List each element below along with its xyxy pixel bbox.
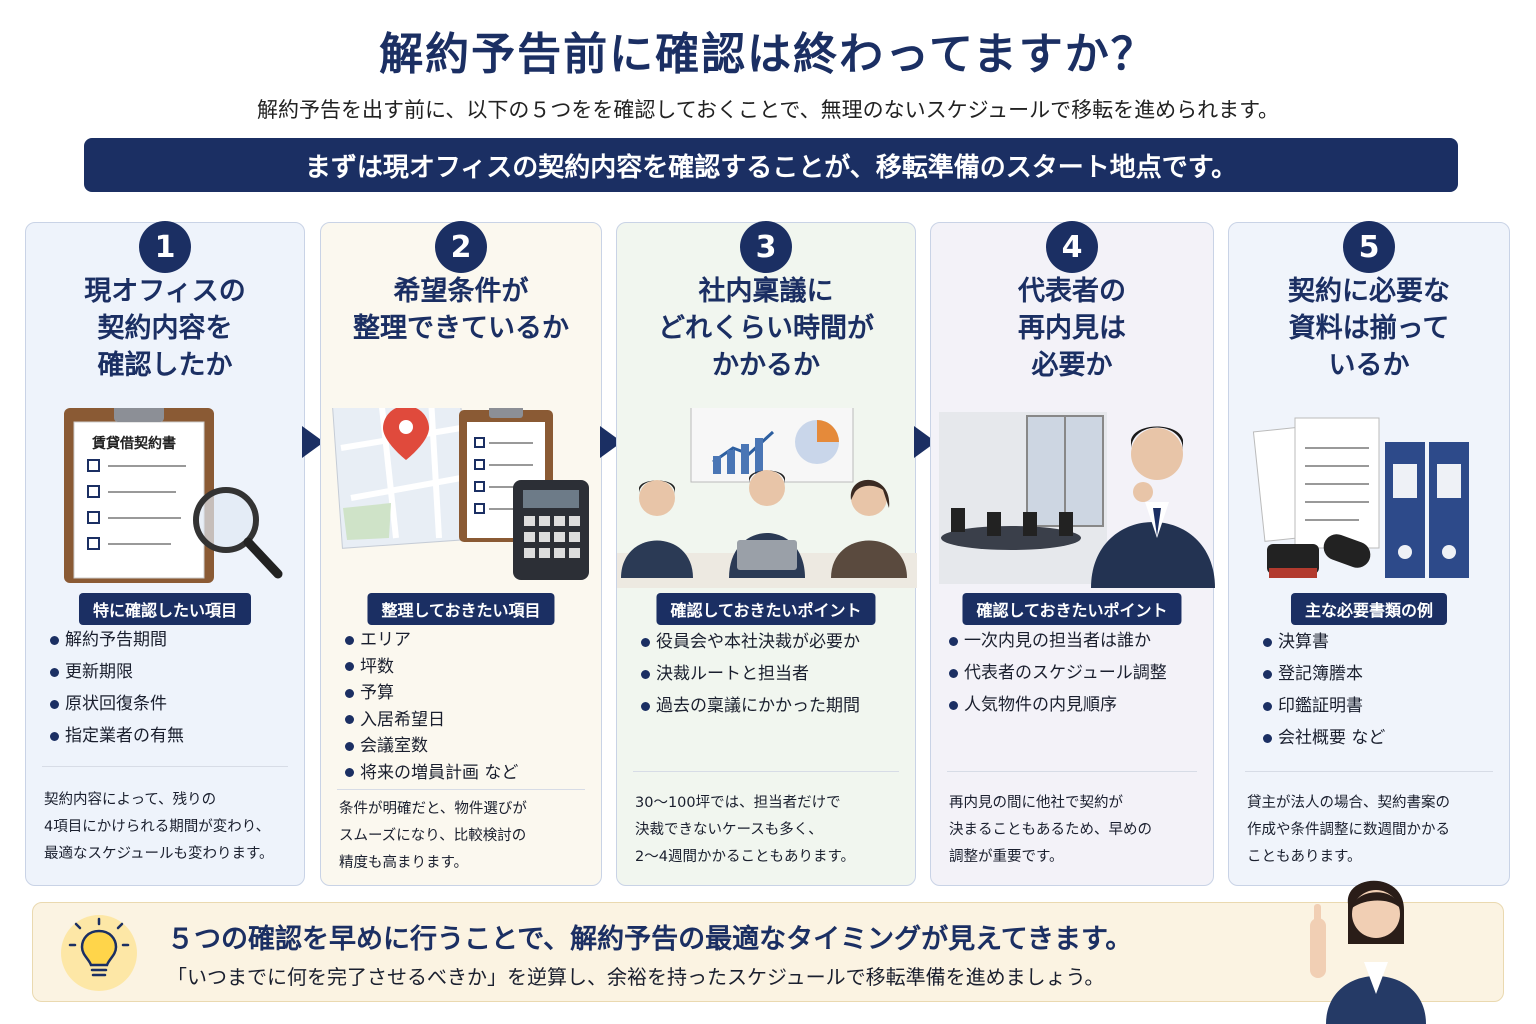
viewing-illustration bbox=[931, 408, 1215, 588]
check-list: 役員会や本社決裁が必要か 決裁ルートと担当者 過去の稟議にかかった期間 bbox=[641, 627, 903, 723]
list-item: エリア bbox=[345, 625, 589, 652]
list-item: 更新期限 bbox=[50, 657, 292, 689]
footer-summary: ５つの確認を早めに行うことで、解約予告の最適なタイミングが見えてきます。 「いつ… bbox=[32, 902, 1504, 1002]
check-list: 解約予告期間 更新期限 原状回復条件 指定業者の有無 bbox=[50, 625, 292, 753]
list-item: 印鑑証明書 bbox=[1263, 691, 1497, 723]
card-note: 条件が明確だと、物件選びが スムーズになり、比較検討の 精度も高まります。 bbox=[339, 801, 527, 871]
step-title: 希望条件が 整理できているか bbox=[353, 276, 569, 344]
check-list: 一次内見の担当者は誰か 代表者のスケジュール調整 人気物件の内見順序 bbox=[949, 626, 1201, 722]
list-item: 一次内見の担当者は誰か bbox=[949, 626, 1201, 658]
list-item: 会社概要 など bbox=[1263, 723, 1497, 755]
step-card-1: 1 現オフィスの 契約内容を 確認したか 賃貸借契約書 bbox=[25, 221, 305, 886]
check-list: エリア 坪数 予算 入居希望日 会議室数 将来の増員計画 など bbox=[345, 625, 589, 784]
meeting-icon bbox=[617, 401, 917, 593]
start-point-banner: まずは現オフィスの契約内容を確認することが、移転準備のスタート地点です。 bbox=[84, 138, 1458, 192]
page-subtitle: 解約予告を出す前に、以下の５つをを確認しておくことで、無理のないスケジュールで移… bbox=[256, 98, 1280, 122]
step-number: 5 bbox=[1343, 221, 1395, 273]
step-card-2: 2 希望条件が 整理できているか bbox=[320, 221, 602, 886]
next-arrow-icon bbox=[302, 426, 324, 458]
step-number: 3 bbox=[740, 221, 792, 273]
list-item: 解約予告期間 bbox=[50, 625, 292, 657]
list-item: 入居希望日 bbox=[345, 705, 589, 732]
list-item: 登記簿謄本 bbox=[1263, 659, 1497, 691]
conditions-illustration bbox=[321, 389, 601, 588]
section-pill: 整理しておきたい項目 bbox=[367, 593, 555, 625]
step-number: 2 bbox=[435, 221, 487, 273]
list-item: 決裁ルートと担当者 bbox=[641, 659, 903, 691]
contract-illustration: 賃貸借契約書 bbox=[26, 400, 304, 588]
card-note: 契約内容によって、残りの 4項目にかけられる期間が変わり、 最適なスケジュールも… bbox=[44, 792, 274, 862]
section-pill: 確認しておきたいポイント bbox=[962, 593, 1182, 625]
divider bbox=[42, 766, 288, 767]
step-card-5: 5 契約に必要な 資料は揃って いるか bbox=[1228, 221, 1510, 886]
office-icon bbox=[939, 412, 1107, 584]
section-pill: 主な必要書類の例 bbox=[1290, 593, 1448, 625]
magnifier-icon bbox=[193, 487, 283, 579]
list-item: 将来の増員計画 など bbox=[345, 758, 589, 785]
step-card-4: 4 代表者の 再内見は 必要か 確認しておきたいポイント 一次内見の担当者 bbox=[930, 221, 1215, 886]
divider bbox=[337, 789, 585, 790]
divider bbox=[1245, 771, 1493, 772]
list-item: 代表者のスケジュール調整 bbox=[949, 658, 1201, 690]
footer-main-text: ５つの確認を早めに行うことで、解約予告の最適なタイミングが見えてきます。 bbox=[167, 924, 1133, 955]
calculator-icon bbox=[513, 480, 589, 580]
step-title: 代表者の 再内見は 必要か bbox=[1018, 276, 1126, 381]
section-pill: 確認しておきたいポイント bbox=[656, 593, 876, 625]
map-pin-icon bbox=[383, 406, 429, 460]
list-item: 決算書 bbox=[1263, 627, 1497, 659]
divider bbox=[947, 771, 1197, 772]
list-item: 予算 bbox=[345, 678, 589, 705]
advisor-woman-icon bbox=[1300, 864, 1450, 1024]
list-item: 会議室数 bbox=[345, 731, 589, 758]
documents-illustration bbox=[1229, 408, 1509, 588]
documents-icon bbox=[1252, 417, 1380, 549]
list-item: 坪数 bbox=[345, 652, 589, 679]
clipboard-icon bbox=[64, 400, 214, 583]
list-item: 原状回復条件 bbox=[50, 689, 292, 721]
step-card-3: 3 社内稟議に どれくらい時間が かかるか 確認しておきたいポイント bbox=[616, 221, 917, 886]
step-number: 4 bbox=[1046, 221, 1098, 273]
divider bbox=[633, 771, 899, 772]
step-title: 社内稟議に どれくらい時間が かかるか bbox=[658, 276, 874, 381]
section-pill: 特に確認したい項目 bbox=[78, 593, 252, 625]
step-number: 1 bbox=[139, 221, 191, 273]
footer-sub-text: 「いつまでに何を完了させるべきか」を逆算し、余裕を持ったスケジュールで移転準備を… bbox=[167, 965, 1105, 989]
list-item: 過去の稟議にかかった期間 bbox=[641, 691, 903, 723]
list-item: 人気物件の内見順序 bbox=[949, 690, 1201, 722]
card-note: 30〜100坪では、担当者だけで 決裁できないケースも多く、 2〜4週間かかるこ… bbox=[635, 795, 855, 865]
lightbulb-icon bbox=[61, 915, 137, 991]
card-note: 再内見の間に他社で契約が 決まることもあるため、早めの 調整が重要です。 bbox=[949, 795, 1152, 865]
binder-icon bbox=[1385, 442, 1469, 578]
representative-person-icon bbox=[1091, 426, 1215, 588]
card-note: 貸主が法人の場合、契約書案の 作成や条件調整に数週間かかる こともあります。 bbox=[1247, 795, 1450, 865]
meeting-illustration bbox=[617, 401, 917, 593]
page-title: 解約予告前に確認は終わってますか？ bbox=[379, 29, 1157, 80]
stamp-icon bbox=[1267, 534, 1371, 578]
list-item: 指定業者の有無 bbox=[50, 721, 292, 753]
step-title: 契約に必要な 資料は揃って いるか bbox=[1288, 276, 1450, 381]
step-title: 現オフィスの 契約内容を 確認したか bbox=[84, 276, 246, 381]
list-item: 役員会や本社決裁が必要か bbox=[641, 627, 903, 659]
check-list: 決算書 登記簿謄本 印鑑証明書 会社概要 など bbox=[1263, 627, 1497, 755]
contract-doc-label: 賃貸借契約書 bbox=[91, 435, 176, 452]
